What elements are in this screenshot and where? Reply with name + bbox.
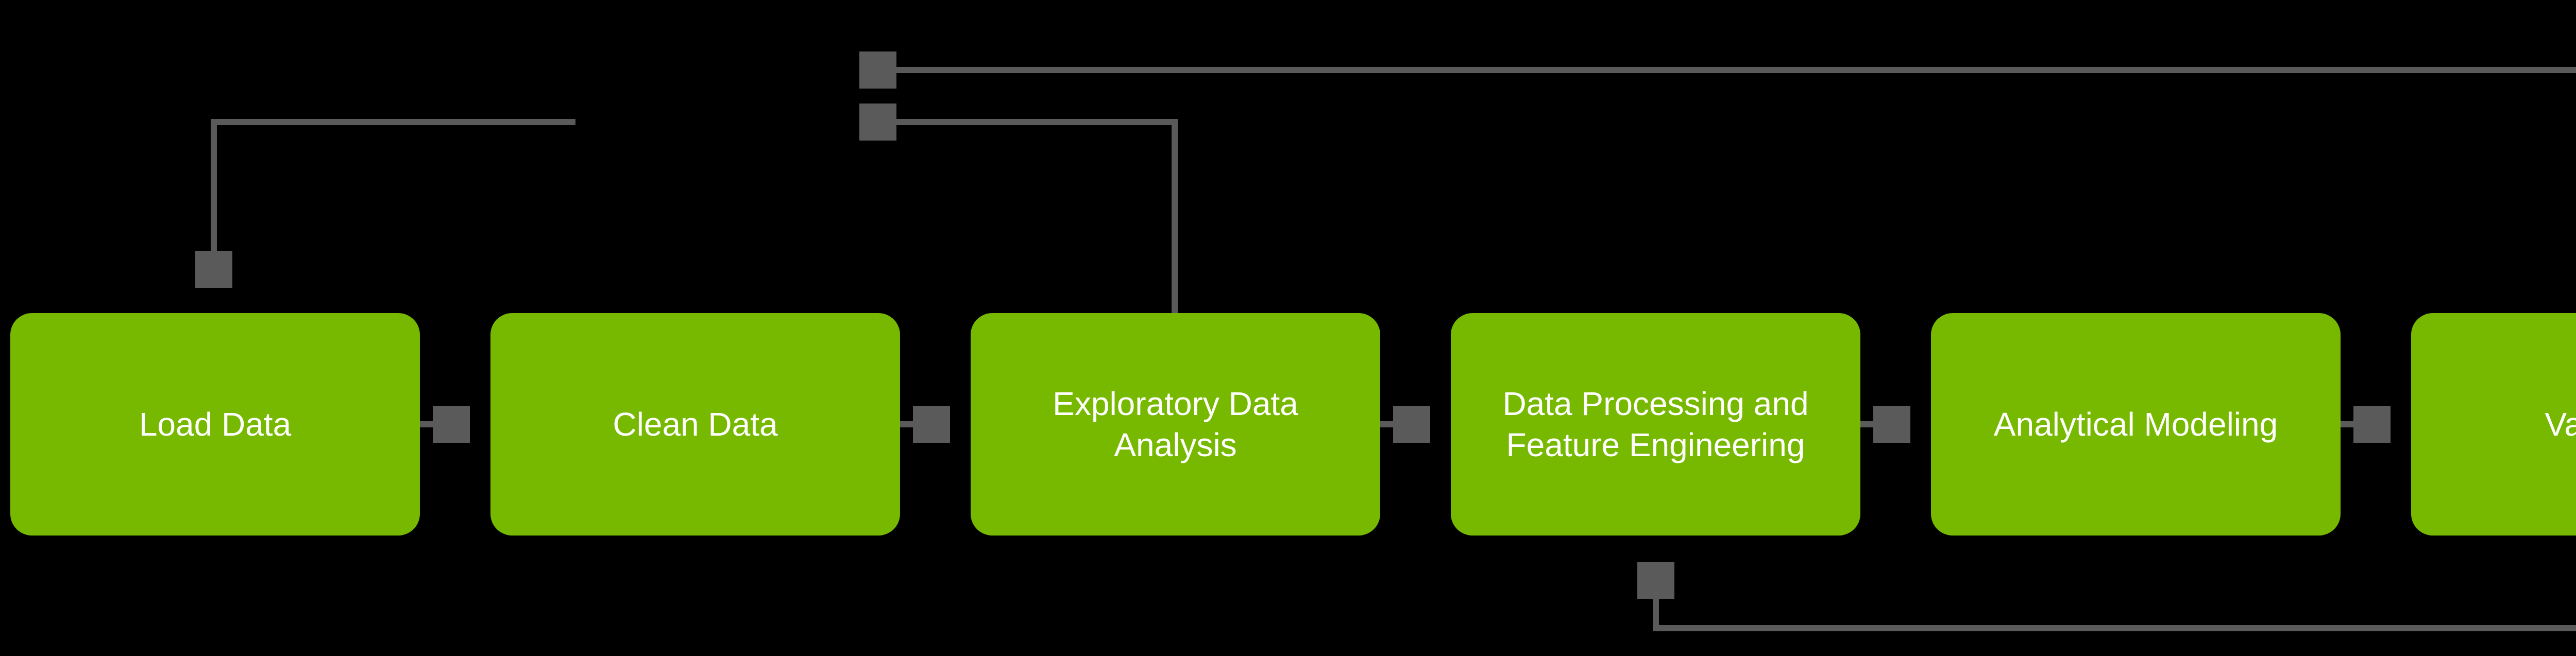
node-validation: Validation	[2411, 313, 2576, 536]
node-validation-label: Validation	[2545, 406, 2576, 443]
feedback-arrow-validation-to-data-processing	[1656, 536, 2576, 631]
node-analytical-modeling: Analytical Modeling	[1931, 313, 2341, 536]
node-load-data: Load Data	[10, 313, 420, 536]
feedback-arrow-eda-back	[863, 122, 1178, 313]
node-clean-data-label: Clean Data	[613, 406, 778, 443]
node-analytical-modeling-label: Analytical Modeling	[1993, 406, 2278, 443]
feedback-arrow-into-load-data	[214, 119, 575, 284]
feedback-arrow-validation-back	[863, 70, 2576, 313]
node-data-processing-and-feature-engineering-label: Data Processing and Feature Engineering	[1502, 385, 1809, 463]
node-clean-data: Clean Data	[490, 313, 900, 536]
node-load-data-label: Load Data	[139, 406, 292, 443]
node-exploratory-data-analysis-label: Exploratory Data Analysis	[1053, 385, 1298, 463]
node-exploratory-data-analysis: Exploratory Data Analysis	[971, 313, 1380, 536]
node-data-processing-and-feature-engineering: Data Processing and Feature Engineering	[1451, 313, 1860, 536]
